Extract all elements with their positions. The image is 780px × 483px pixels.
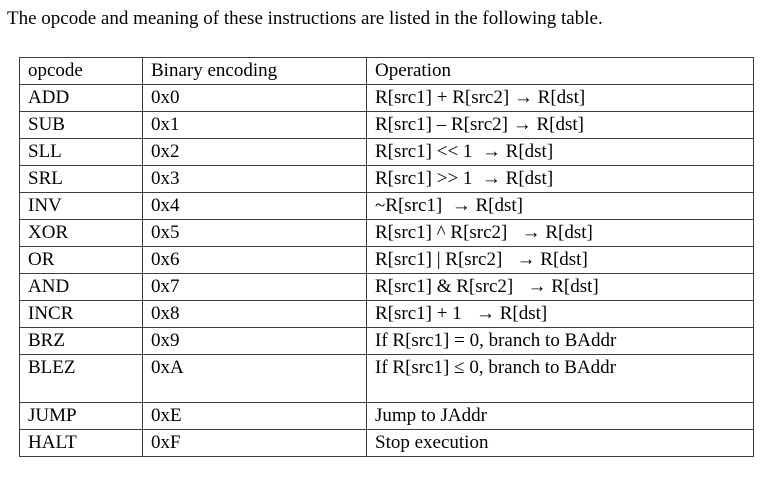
encoding-cell: 0x4 (142, 192, 367, 220)
table-row: BLEZ 0xA If R[src1] ≤ 0, branch to BAddr (19, 354, 754, 403)
encoding-cell: 0xF (142, 429, 367, 457)
column-header-operation: Operation (366, 57, 754, 85)
table-row: XOR 0x5 R[src1] ^ R[src2] → R[dst] (19, 219, 754, 247)
opcode-cell: AND (19, 273, 143, 301)
table-row: OR 0x6 R[src1] | R[src2] → R[dst] (19, 246, 754, 274)
encoding-cell: 0x8 (142, 300, 367, 328)
opcode-cell: SLL (19, 138, 143, 166)
operation-cell: R[src1] & R[src2] → R[dst] (366, 273, 754, 301)
operation-cell: If R[src1] = 0, branch to BAddr (366, 327, 754, 355)
operation-cell: R[src1] | R[src2] → R[dst] (366, 246, 754, 274)
opcode-cell: SUB (19, 111, 143, 139)
operation-cell: If R[src1] ≤ 0, branch to BAddr (366, 354, 754, 403)
encoding-cell: 0x1 (142, 111, 367, 139)
opcode-cell: BLEZ (19, 354, 143, 403)
encoding-cell: 0x9 (142, 327, 367, 355)
opcode-table: opcode Binary encoding Operation ADD 0x0… (19, 57, 754, 457)
operation-cell: R[src1] ^ R[src2] → R[dst] (366, 219, 754, 247)
operation-cell: R[src1] + R[src2] → R[dst] (366, 84, 754, 112)
table-row: INCR 0x8 R[src1] + 1 → R[dst] (19, 300, 754, 328)
encoding-cell: 0xE (142, 402, 367, 430)
operation-cell: R[src1] – R[src2] → R[dst] (366, 111, 754, 139)
operation-cell: Stop execution (366, 429, 754, 457)
opcode-cell: ADD (19, 84, 143, 112)
operation-cell: R[src1] + 1 → R[dst] (366, 300, 754, 328)
encoding-cell: 0xA (142, 354, 367, 403)
operation-cell: Jump to JAddr (366, 402, 754, 430)
table-row: BRZ 0x9 If R[src1] = 0, branch to BAddr (19, 327, 754, 355)
encoding-cell: 0x5 (142, 219, 367, 247)
opcode-cell: INV (19, 192, 143, 220)
opcode-table-body: ADD 0x0 R[src1] + R[src2] → R[dst] SUB 0… (19, 84, 754, 457)
opcode-cell: HALT (19, 429, 143, 457)
encoding-cell: 0x0 (142, 84, 367, 112)
opcode-cell: JUMP (19, 402, 143, 430)
opcode-cell: INCR (19, 300, 143, 328)
column-header-opcode: opcode (19, 57, 143, 85)
opcode-cell: XOR (19, 219, 143, 247)
opcode-cell: OR (19, 246, 143, 274)
operation-cell: R[src1] >> 1 → R[dst] (366, 165, 754, 193)
table-row: ADD 0x0 R[src1] + R[src2] → R[dst] (19, 84, 754, 112)
operation-cell: R[src1] << 1 → R[dst] (366, 138, 754, 166)
table-row: AND 0x7 R[src1] & R[src2] → R[dst] (19, 273, 754, 301)
column-header-binary-encoding: Binary encoding (142, 57, 367, 85)
encoding-cell: 0x7 (142, 273, 367, 301)
table-row: JUMP 0xE Jump to JAddr (19, 402, 754, 430)
encoding-cell: 0x2 (142, 138, 367, 166)
table-row: SLL 0x2 R[src1] << 1 → R[dst] (19, 138, 754, 166)
encoding-cell: 0x6 (142, 246, 367, 274)
opcode-cell: BRZ (19, 327, 143, 355)
table-row: SRL 0x3 R[src1] >> 1 → R[dst] (19, 165, 754, 193)
table-header-row: opcode Binary encoding Operation (19, 57, 754, 85)
encoding-cell: 0x3 (142, 165, 367, 193)
table-row: SUB 0x1 R[src1] – R[src2] → R[dst] (19, 111, 754, 139)
table-row: HALT 0xF Stop execution (19, 429, 754, 457)
operation-cell: ~R[src1] → R[dst] (366, 192, 754, 220)
intro-text: The opcode and meaning of these instruct… (7, 8, 603, 29)
table-row: INV 0x4 ~R[src1] → R[dst] (19, 192, 754, 220)
opcode-cell: SRL (19, 165, 143, 193)
